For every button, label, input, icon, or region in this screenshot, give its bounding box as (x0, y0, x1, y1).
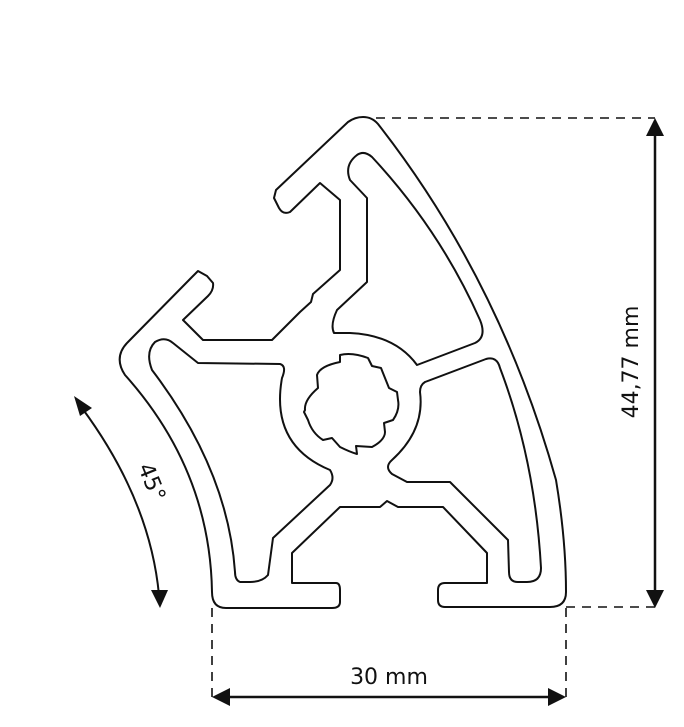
angle-arc (81, 407, 160, 596)
angle-arrow-bottom-icon (151, 590, 168, 608)
arrow-down-icon (646, 590, 664, 608)
angle-arrow-top-icon (74, 396, 92, 416)
height-label: 44,77 mm (619, 306, 644, 419)
width-label: 30 mm (350, 665, 428, 690)
cavity-top (331, 151, 484, 366)
cavity-left (148, 338, 334, 583)
arrow-up-icon (646, 118, 664, 136)
profile-outer-contour (118, 116, 567, 609)
arrow-left-icon (212, 688, 230, 706)
center-bore (303, 353, 400, 455)
arrow-right-icon (548, 688, 566, 706)
cavity-right (387, 357, 542, 583)
angle-label: 45° (132, 460, 170, 506)
